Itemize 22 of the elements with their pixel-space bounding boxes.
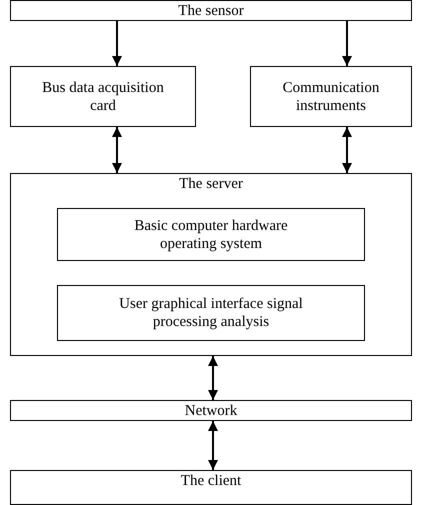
box-label: The server — [179, 175, 243, 193]
process-box — [10, 0, 412, 21]
arrow — [208, 356, 218, 400]
process-box — [250, 66, 412, 127]
arrow — [112, 127, 122, 173]
process-box — [57, 208, 365, 261]
arrow — [342, 21, 352, 66]
box-label: Basic computer hardware operating system — [133, 216, 289, 252]
process-box — [10, 66, 196, 127]
box-label: Communication instruments — [282, 78, 380, 114]
arrow — [208, 421, 218, 470]
box-label: User graphical interface signal processing analysis — [118, 295, 304, 331]
box-label: Bus data acquisition card — [41, 78, 165, 114]
arrow — [342, 127, 352, 173]
box-label: Network — [184, 402, 238, 420]
process-box — [10, 400, 412, 421]
process-box — [10, 470, 412, 505]
arrow — [112, 21, 122, 66]
box-label: The sensor — [178, 2, 244, 20]
box-label: The client — [180, 472, 242, 490]
process-box — [57, 285, 365, 341]
process-box — [10, 173, 412, 356]
